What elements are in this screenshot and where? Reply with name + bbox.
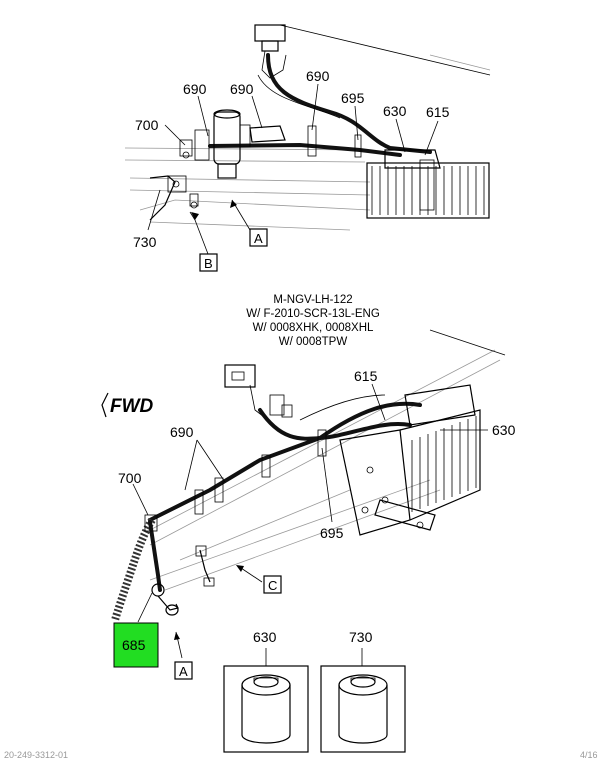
note-line-3: W/ 0008XHK, 0008XHL [253, 322, 374, 334]
scr-fins-bottom [411, 416, 477, 512]
label-615-bottom: 615 [354, 368, 378, 384]
kit-730: 730 [320, 629, 406, 753]
label-695-bottom: 695 [320, 525, 344, 541]
kit-730-label: 730 [349, 629, 373, 645]
label-730: 730 [133, 234, 157, 250]
callout-box-c: C [268, 578, 277, 593]
footer-drawing-number: 20-249-3312-01 [4, 750, 68, 760]
label-700-bottom: 700 [118, 470, 142, 486]
label-700: 700 [135, 117, 159, 133]
note-line-2: W/ F-2010-SCR-13L-ENG [246, 308, 380, 320]
applicability-note: M-NGV-LH-122 W/ F-2010-SCR-13L-ENG W/ 00… [246, 294, 380, 348]
scr-fins [371, 166, 485, 215]
top-view: 690 690 690 700 695 630 615 730 B A [124, 24, 491, 272]
callout-box-b: B [204, 256, 213, 271]
label-690-mid: 690 [230, 81, 254, 97]
fwd-arrow-icon: FWD [101, 392, 154, 418]
label-615: 615 [426, 104, 450, 120]
label-690-right: 690 [306, 68, 330, 84]
highlight-685-box[interactable] [113, 622, 159, 668]
kit-630-label: 630 [253, 629, 277, 645]
label-630-bottom: 630 [492, 422, 516, 438]
bottom-view: FWD [101, 329, 516, 680]
label-695: 695 [341, 90, 365, 106]
label-685-highlighted[interactable]: 685 [122, 637, 146, 653]
label-690-bottom: 690 [170, 424, 194, 440]
fwd-label: FWD [110, 396, 154, 417]
footer-date: 4/16 [580, 750, 598, 760]
callout-box-a-top: A [254, 231, 263, 246]
kit-630: 630 [223, 629, 309, 753]
note-line-4: W/ 0008TPW [279, 336, 348, 348]
callout-box-a-bottom: A [179, 664, 188, 679]
note-line-1: M-NGV-LH-122 [273, 294, 352, 306]
label-690-left: 690 [183, 81, 207, 97]
label-630: 630 [383, 103, 407, 119]
